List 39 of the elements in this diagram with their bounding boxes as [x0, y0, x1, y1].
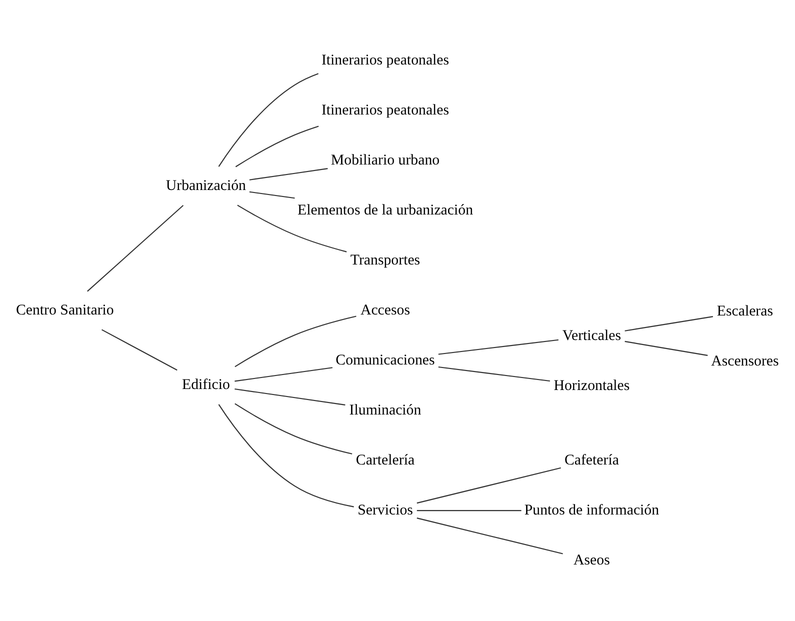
node-text: Transportes — [350, 252, 420, 268]
node-text: Servicios — [358, 502, 413, 519]
connector — [438, 366, 550, 382]
node-text: Ascensores — [711, 354, 779, 370]
connector — [218, 404, 354, 508]
connector — [87, 205, 184, 292]
node-text: Iluminación — [349, 402, 422, 418]
connector — [234, 367, 333, 382]
node-text: Comunicaciones — [336, 352, 435, 368]
node-text: Elementos de la urbanización — [297, 202, 474, 218]
node-text: Mobiliario urbano — [330, 152, 440, 168]
connector — [234, 316, 356, 368]
node-text: Urbanización — [166, 178, 246, 194]
connector — [249, 168, 328, 180]
node-text: Cafetería — [564, 452, 619, 468]
connector — [416, 518, 563, 554]
connector — [235, 126, 319, 168]
connector — [416, 510, 522, 512]
connector — [438, 339, 559, 355]
node-text: Itinerarios peatonales — [321, 102, 450, 118]
connector — [624, 316, 714, 332]
node-text: Horizontales — [554, 378, 630, 394]
node-text: Aseos — [574, 552, 610, 569]
node-text: Cartelería — [356, 452, 415, 468]
connector — [249, 191, 295, 199]
node-text: Escaleras — [716, 304, 774, 320]
connector — [234, 403, 352, 454]
node-text: Puntos de información — [524, 502, 660, 519]
node-text: Accesos — [360, 302, 410, 318]
node-text: Itinerarios peatonales — [321, 52, 450, 68]
node-text: Verticales — [562, 328, 622, 344]
node-text: Edificio — [182, 376, 230, 393]
connector — [102, 329, 178, 371]
connector — [416, 467, 561, 504]
connector — [237, 204, 347, 252]
connector — [234, 388, 346, 406]
connector — [218, 73, 319, 167]
node-text: Centro Sanitario — [16, 302, 114, 318]
connector — [624, 340, 708, 356]
